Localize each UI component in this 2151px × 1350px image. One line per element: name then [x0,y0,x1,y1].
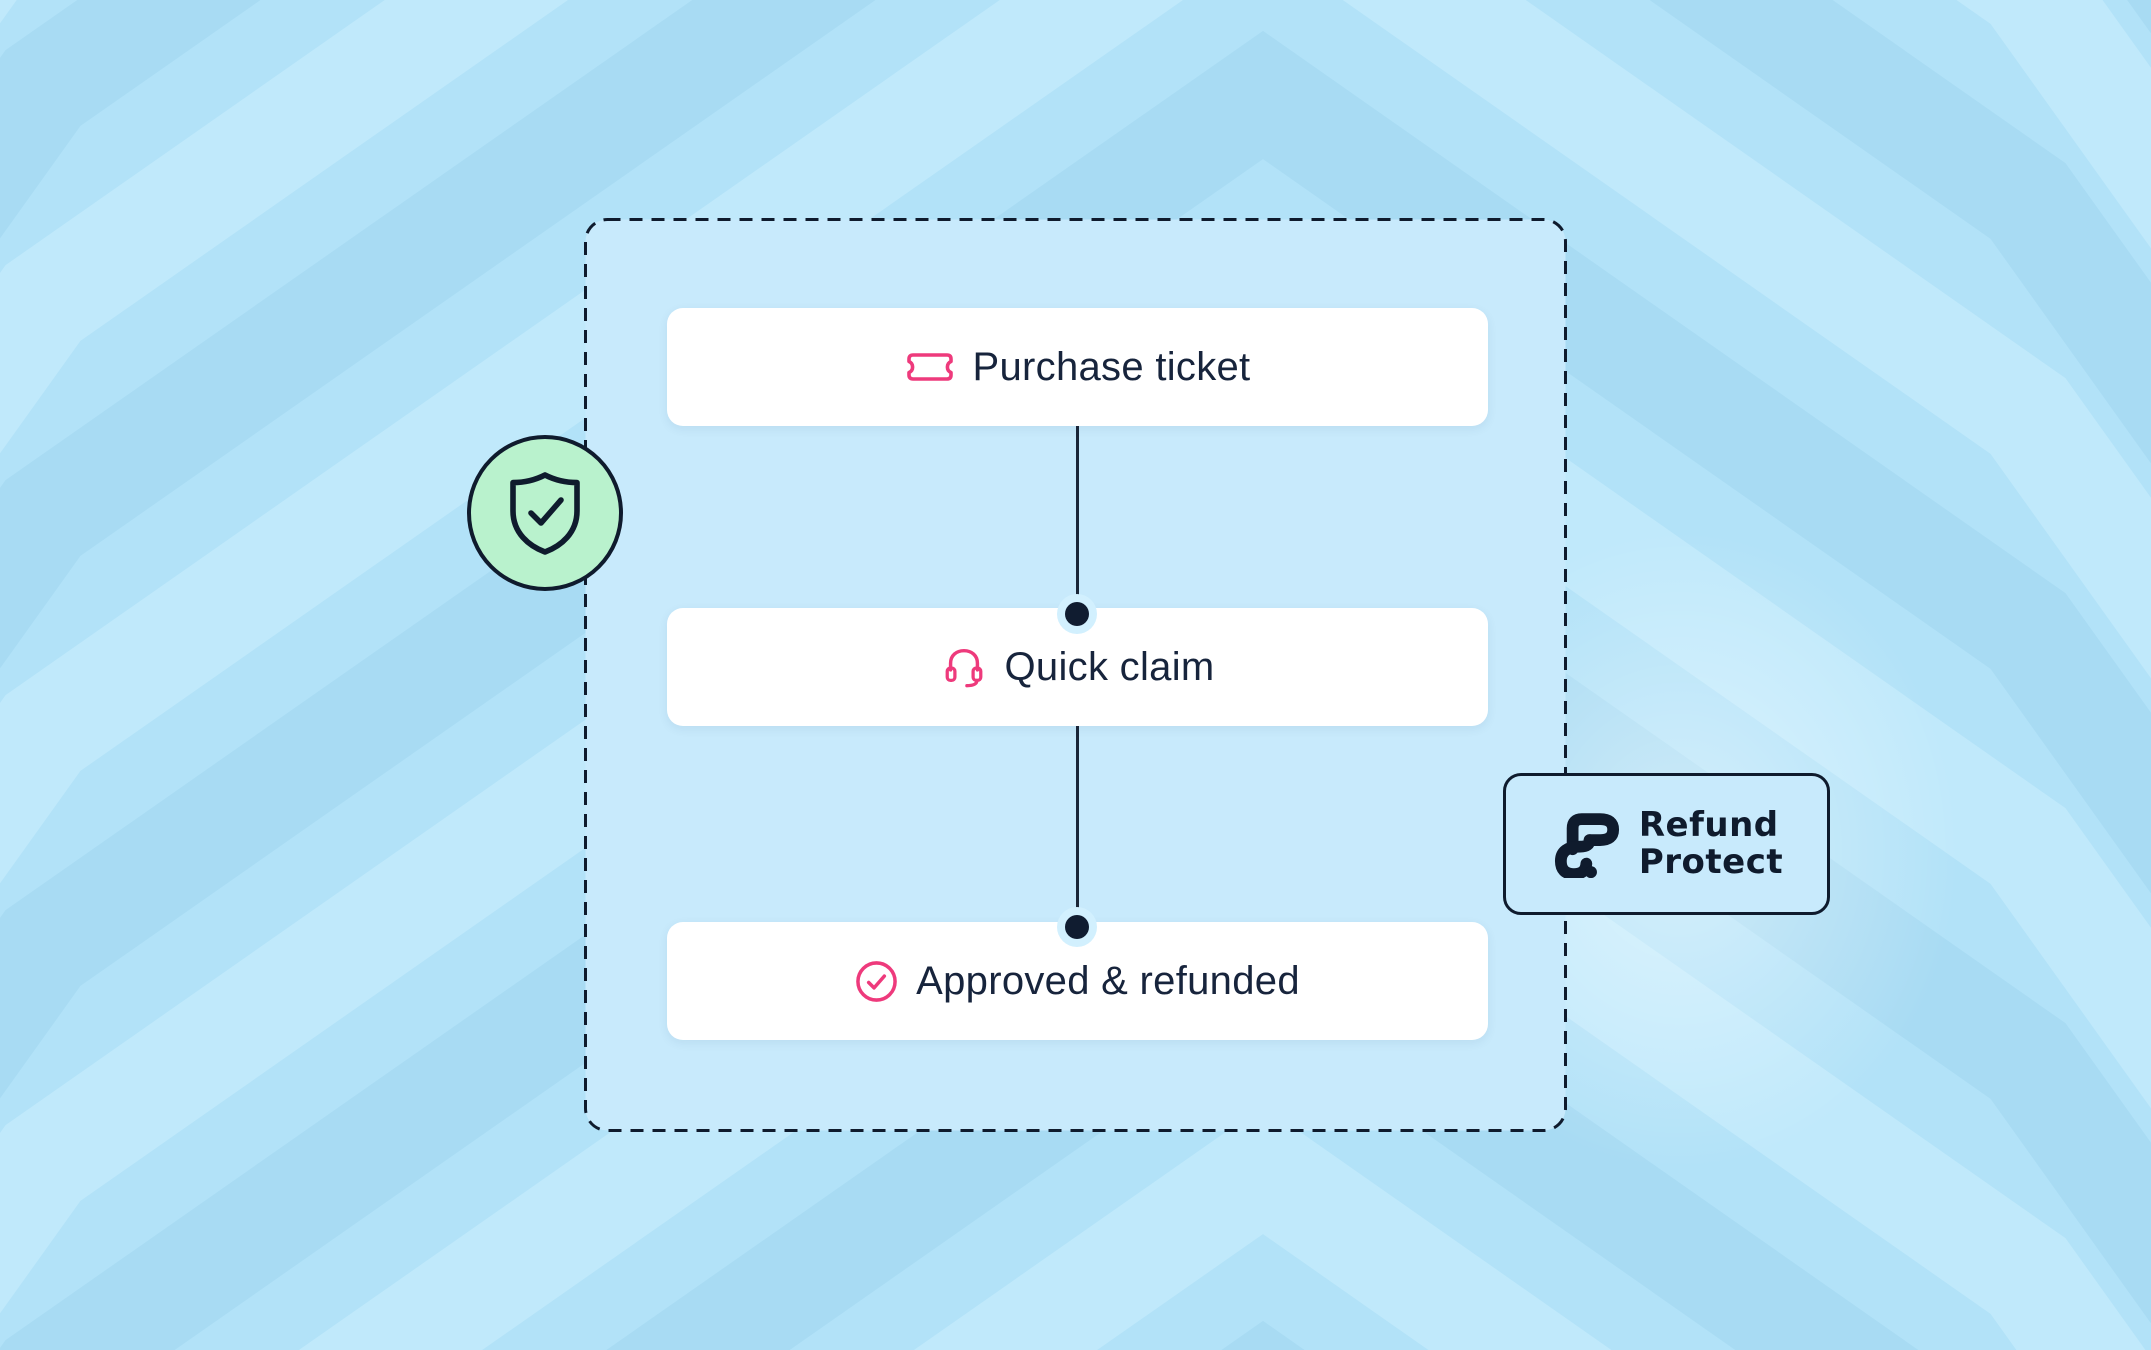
step-card-purchase: Purchase ticket [667,308,1488,426]
brand-name-line1: Refund [1638,805,1779,845]
check-circle-icon [855,960,898,1003]
connector-dot-1 [1057,594,1097,634]
step-label: Purchase ticket [972,344,1251,389]
connector-line-1 [1076,426,1079,616]
refund-protect-logo-icon [1550,810,1624,878]
headset-icon [941,644,987,690]
brand-badge: Refund Protect [1503,773,1830,915]
shield-check-icon [505,469,585,557]
ticket-icon [905,351,955,383]
connector-line-2 [1076,726,1079,928]
brand-name: Refund Protect [1639,807,1783,881]
connector-dot-2 [1057,907,1097,947]
brand-name-line2: Protect [1638,842,1784,882]
step-label: Quick claim [1004,644,1215,689]
shield-badge [467,435,623,591]
step-label: Approved & refunded [916,958,1300,1003]
